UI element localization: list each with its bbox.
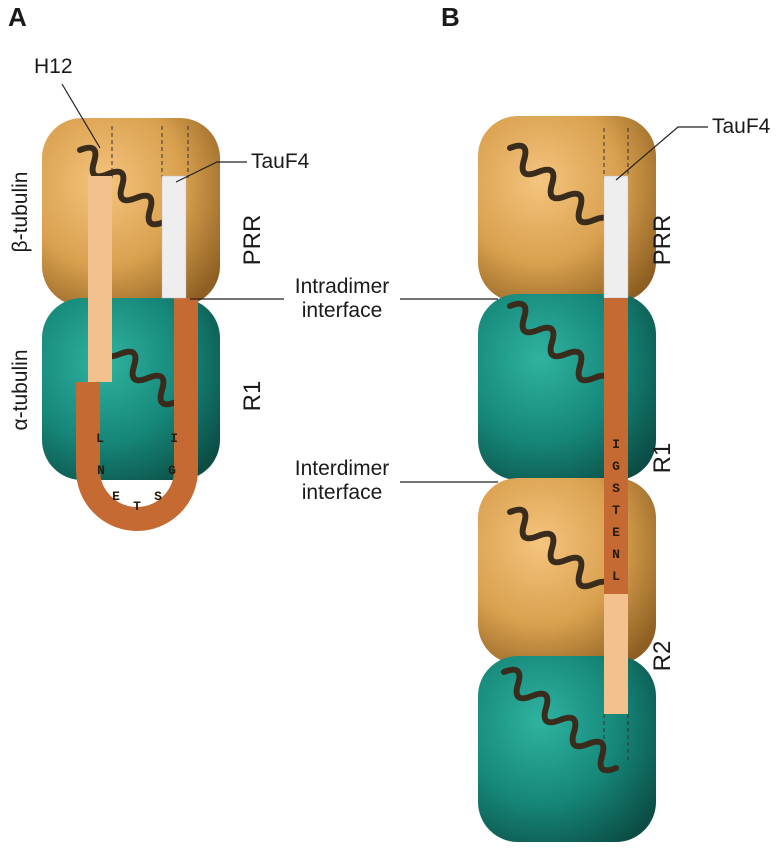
label-beta-tubulin: β-tubulin	[9, 172, 32, 253]
label-interdimer-line2: interface	[302, 481, 383, 504]
motif-letter: T	[133, 499, 141, 514]
alpha-tubulin-monomer-b1	[478, 294, 656, 480]
tau-prr-segment-b	[603, 175, 629, 299]
motif-letter: G	[612, 459, 620, 474]
label-r1-b: R1	[649, 443, 676, 474]
motif-letter: E	[112, 489, 120, 504]
motif-letter: S	[612, 481, 620, 496]
beta-tubulin-monomer-b1	[478, 116, 656, 302]
label-r1-a: R1	[239, 381, 266, 412]
motif-letter: I	[170, 431, 178, 446]
label-intradimer-line1: Intradimer	[295, 275, 390, 298]
tau-r2-segment-b	[604, 594, 628, 714]
leader-taufour-b	[615, 126, 708, 181]
label-interdimer-line1: Interdimer	[295, 457, 390, 480]
panel-letter-a: A	[8, 2, 27, 32]
motif-letter: I	[612, 437, 620, 452]
leader-taufour-a	[175, 161, 247, 183]
beta-tubulin-monomer-a	[42, 118, 220, 306]
motif-letter: S	[154, 489, 162, 504]
label-prr-b: PRR	[649, 215, 676, 266]
tau-prr-segment-a	[161, 175, 187, 299]
leader-h12	[61, 83, 101, 149]
helix-icon	[507, 506, 613, 599]
alpha-tubulin-monomer-b2	[478, 656, 656, 842]
label-alpha-tubulin: α-tubulin	[9, 349, 32, 430]
helix-icon	[501, 666, 619, 774]
label-prr-a: PRR	[239, 215, 266, 266]
motif-letter: L	[612, 569, 620, 584]
tau-r2-segment-a	[88, 176, 112, 382]
tau-r1-segment-b	[604, 298, 628, 594]
motif-letter: E	[612, 525, 620, 540]
guide-lines-a	[111, 126, 189, 178]
motif-letter: G	[168, 463, 176, 478]
panel-letter-b: B	[441, 2, 460, 32]
label-intradimer-line2: interface	[302, 299, 383, 322]
helix-icon	[507, 142, 613, 235]
motif-letter: N	[97, 463, 105, 478]
helix-icon	[77, 144, 183, 237]
tau-hairpin-r1	[76, 298, 198, 531]
label-taufour-b: TauF4	[712, 115, 771, 138]
motif-letter: T	[612, 503, 620, 518]
motif-letter: N	[612, 547, 620, 562]
label-taufour-a: TauF4	[251, 150, 310, 173]
label-h12: H12	[34, 55, 73, 78]
label-r2-b: R2	[649, 641, 676, 672]
motif-letter: L	[96, 431, 104, 446]
beta-tubulin-monomer-b2	[478, 478, 656, 664]
helix-icon	[507, 300, 613, 393]
